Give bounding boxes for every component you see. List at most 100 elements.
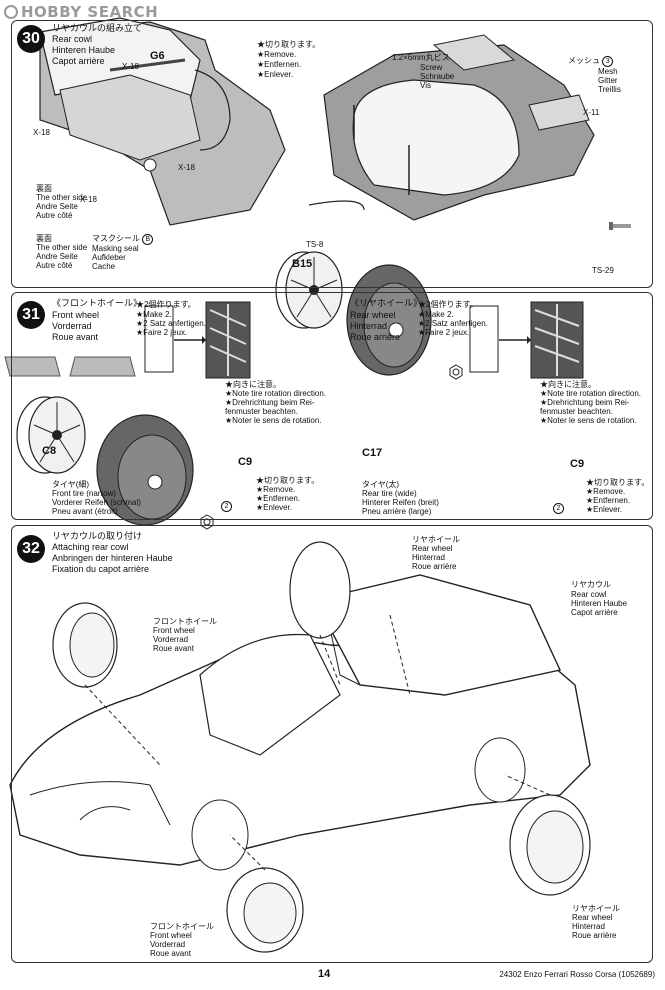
part-x18-1: X-18	[122, 62, 139, 71]
step-32-number: 32	[17, 535, 45, 563]
rear-wheel-title-jp: 《リヤホイール》	[350, 298, 423, 308]
front-wheel-label-bottom-en: Front wheel	[150, 931, 192, 940]
rear-cowl-label-fr: Capot arrière	[571, 608, 618, 617]
front-cut-en: ★Remove.	[256, 485, 296, 494]
front-rotation-4: fenmuster beachten.	[225, 407, 298, 416]
front-rotation-3: ★Drehrichtung beim Rei-	[225, 398, 315, 407]
masking-seal-badge: B	[142, 234, 154, 245]
part-x11: X-11	[583, 108, 600, 117]
step-32-panel	[11, 525, 653, 963]
rear-rotation-1: ★向きに注意。	[540, 380, 596, 389]
front-tire-fr: Pneu avant (étroit)	[52, 507, 118, 516]
rear-body-drawing	[309, 34, 596, 221]
rear-wheel-title-de: Hinterrad	[350, 321, 388, 331]
front-make2-fr: ★Faire 2 jeux.	[136, 328, 188, 337]
rear-cut-jp: ★切り取ります。	[586, 478, 650, 487]
other-side-1-jp: 裏面	[36, 184, 52, 193]
rear-cut-en: ★Remove.	[586, 487, 626, 496]
part-ts29: TS-29	[592, 266, 614, 275]
front-wheel-title-en: Front wheel	[52, 310, 100, 320]
front-wheel-title-fr: Roue avant	[52, 332, 99, 342]
other-side-2-fr: Autre côté	[36, 261, 73, 270]
front-cut-de: ★Entfernen.	[256, 494, 301, 503]
front-tire-en: Front tire (narrow)	[52, 489, 117, 498]
rear-cut-de: ★Entfernen.	[586, 496, 631, 505]
rear-wheel-label-top-fr: Roue arrière	[412, 562, 457, 571]
step-30-title-de: Hinteren Haube	[52, 45, 116, 55]
rear-tread-diagram	[469, 301, 584, 379]
rear-wheel-label-bottom-de: Hinterrad	[572, 922, 605, 931]
rear-wheel-assembly	[16, 396, 194, 526]
screw-en: Screw	[420, 63, 443, 72]
front-cut-jp: ★切り取ります。	[256, 476, 320, 485]
step-31-number: 31	[17, 301, 45, 329]
screw-icon	[608, 222, 631, 230]
part-c9-front: C9	[238, 456, 253, 468]
screw-fr: Vis	[420, 81, 431, 90]
other-side-1-en: The other side	[36, 193, 88, 202]
step-32-title-de: Anbringen der hinteren Haube	[52, 553, 173, 563]
front-make2-jp: ★2個作ります。	[136, 300, 196, 309]
rear-wheel-label-top-en: Rear wheel	[412, 544, 453, 553]
rear-cowl-label-en: Rear cowl	[571, 590, 607, 599]
car-assembly-drawing	[9, 541, 591, 953]
rear-rotation-3: ★Drehrichtung beim Rei-	[540, 398, 630, 407]
step-30-title-en: Rear cowl	[52, 34, 93, 44]
rear-tire-fr: Pneu arrière (large)	[362, 507, 432, 516]
front-tire-jp: タイヤ(細)	[52, 480, 90, 489]
front-rotation-5: ★Noter le sens de rotation.	[225, 416, 322, 425]
front-wheel-title-jp: 《フロントホイール》	[52, 298, 143, 308]
front-wheel-title-de: Vorderrad	[52, 321, 92, 331]
part-x18-2: X-18	[33, 128, 50, 137]
rear-tire-en: Rear tire (wide)	[362, 489, 417, 498]
step-32-title-jp: リヤカウルの取り付け	[52, 531, 143, 541]
masking-seal-de: Aufkleber	[92, 253, 126, 262]
masking-seal-jp-text: マスクシール	[92, 234, 140, 243]
rear-rotation-4: fenmuster beachten.	[540, 407, 613, 416]
other-side-1-de: Andre Seite	[36, 202, 78, 211]
front-badge: 2	[221, 501, 232, 512]
part-ts8: TS-8	[306, 240, 324, 249]
front-tire-de: Vorderer Reifen (schmal)	[52, 498, 141, 507]
mesh-badge: 3	[602, 56, 614, 67]
mesh-sheet-icon	[4, 356, 136, 377]
rear-wheel-title-fr: Roue arrière	[350, 332, 401, 342]
front-wheel-label-top-en: Front wheel	[153, 626, 195, 635]
front-wheel-label-bottom-fr: Roue avant	[150, 949, 191, 958]
screw-de: Schraube	[420, 72, 455, 81]
part-c8: C8	[42, 445, 57, 457]
other-side-2-en: The other side	[36, 243, 88, 252]
rear-wheel-title-en: Rear wheel	[350, 310, 396, 320]
model-code: 24302 Enzo Ferrari Rosso Corsa (1052689)	[499, 970, 655, 979]
screw-spec: 1.2×6mm丸ビス	[392, 53, 450, 62]
front-wheel-label-top-fr: Roue avant	[153, 644, 194, 653]
rear-cowl-label-de: Hinteren Haube	[571, 599, 628, 608]
front-tread-diagram	[144, 301, 251, 379]
front-cut-fr: ★Enlever.	[256, 503, 293, 512]
site-logo: HOBBY SEARCH	[4, 3, 158, 21]
front-wheel-label-bottom-jp: フロントホイール	[150, 922, 214, 931]
mesh-fr: Treillis	[598, 85, 621, 94]
step-30-title-jp: リヤカウルの組み立て	[52, 23, 143, 33]
rear-wheel-label-top-de: Hinterrad	[412, 553, 445, 562]
rear-make2-de: ★2 Satz anfertigen.	[418, 319, 488, 328]
mesh-en: Mesh	[598, 67, 618, 76]
front-make2-de: ★2 Satz anfertigen.	[136, 319, 206, 328]
rear-make2-fr: ★Faire 2 jeux.	[418, 328, 470, 337]
step-30-number: 30	[17, 25, 45, 53]
rear-wheel-label-bottom-fr: Roue arrière	[572, 931, 617, 940]
part-g6: G6	[150, 50, 165, 62]
part-c9-rear: C9	[570, 458, 585, 470]
logo-icon	[4, 5, 18, 19]
masking-seal-jp: マスクシール B	[92, 234, 154, 245]
rear-make2-jp: ★2個作ります。	[418, 300, 478, 309]
front-make2-en: ★Make 2.	[136, 310, 172, 319]
step-30-cut-jp: ★切り取ります。	[257, 40, 321, 49]
front-rotation-2: ★Note tire rotation direction.	[225, 389, 326, 398]
part-x18-3: X-18	[178, 163, 195, 172]
part-c17: C17	[362, 447, 383, 459]
step-30-panel	[11, 20, 653, 288]
mesh-de: Gitter	[598, 76, 618, 85]
step-32-title-fr: Fixation du capot arrière	[52, 564, 150, 574]
other-side-2-de: Andre Seite	[36, 252, 78, 261]
